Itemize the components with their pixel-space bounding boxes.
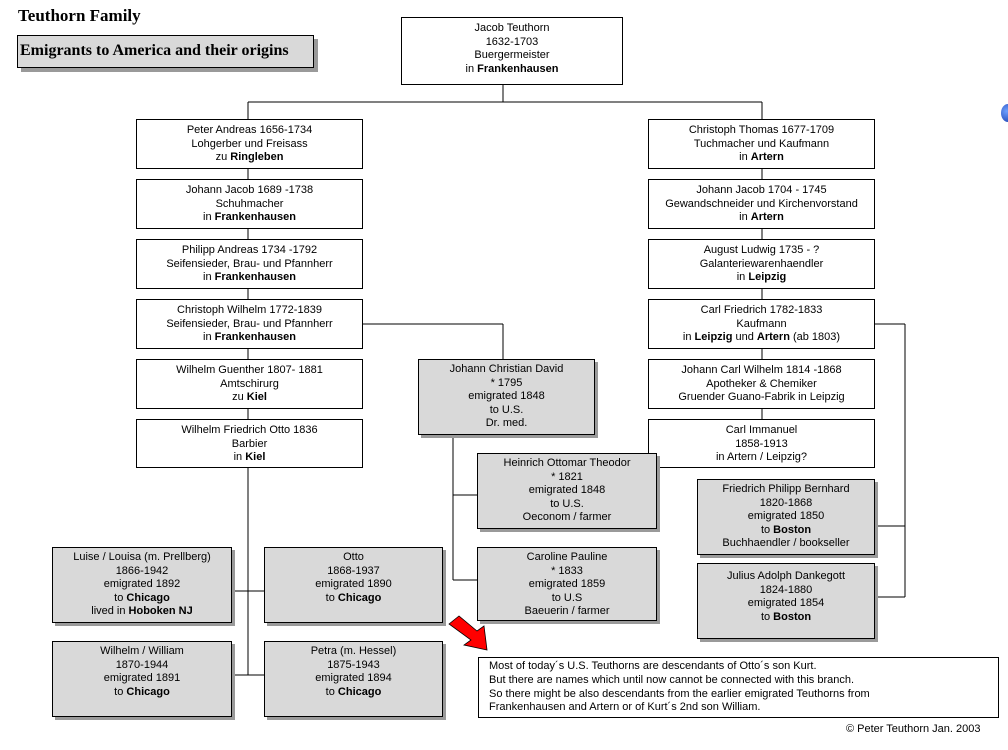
node-johann-jacob-1689: Johann Jacob 1689 -1738 Schuhmacher in F… bbox=[136, 179, 363, 229]
node-wilhelm-guenther: Wilhelm Guenther 1807- 1881 Amtschirurg … bbox=[136, 359, 363, 409]
node-carl-friedrich: Carl Friedrich 1782-1833 Kaufmann in Lei… bbox=[648, 299, 875, 349]
node-jacob-teuthorn: Jacob Teuthorn 1632-1703 Buergermeister … bbox=[401, 17, 623, 85]
node-johann-carl-wilhelm: Johann Carl Wilhelm 1814 -1868 Apotheker… bbox=[648, 359, 875, 409]
node-julius-adolph-dankegott: Julius Adolph Dankegott 1824-1880 emigra… bbox=[697, 563, 875, 639]
red-arrow-icon bbox=[448, 615, 488, 651]
node-peter-andreas: Peter Andreas 1656-1734 Lohgerber und Fr… bbox=[136, 119, 363, 169]
node-johann-jacob-1704: Johann Jacob 1704 - 1745 Gewandschneider… bbox=[648, 179, 875, 229]
node-august-ludwig: August Ludwig 1735 - ? Galanteriewarenha… bbox=[648, 239, 875, 289]
node-wilhelm-friedrich-otto: Wilhelm Friedrich Otto 1836 Barbier in K… bbox=[136, 419, 363, 468]
node-caroline-pauline: Caroline Pauline * 1833 emigrated 1859 t… bbox=[477, 547, 657, 621]
blue-dot-icon bbox=[1001, 104, 1008, 122]
node-christoph-wilhelm: Christoph Wilhelm 1772-1839 Seifensieder… bbox=[136, 299, 363, 349]
node-friedrich-philipp-bernhard: Friedrich Philipp Bernhard 1820-1868 emi… bbox=[697, 479, 875, 555]
node-johann-christian-david: Johann Christian David * 1795 emigrated … bbox=[418, 359, 595, 435]
descendants-note: Most of today´s U.S. Teuthorns are desce… bbox=[478, 657, 999, 718]
node-petra: Petra (m. Hessel) 1875-1943 emigrated 18… bbox=[264, 641, 443, 717]
node-philipp-andreas: Philipp Andreas 1734 -1792 Seifensieder,… bbox=[136, 239, 363, 289]
node-christoph-thomas: Christoph Thomas 1677-1709 Tuchmacher un… bbox=[648, 119, 875, 169]
node-heinrich-ottomar-theodor: Heinrich Ottomar Theodor * 1821 emigrate… bbox=[477, 453, 657, 529]
subtitle-banner: Emigrants to America and their origins bbox=[17, 35, 314, 68]
copyright-notice: © Peter Teuthorn Jan. 2003 bbox=[846, 723, 981, 735]
node-wilhelm-william: Wilhelm / William 1870-1944 emigrated 18… bbox=[52, 641, 232, 717]
node-otto: Otto 1868-1937 emigrated 1890 to Chicago bbox=[264, 547, 443, 623]
node-carl-immanuel: Carl Immanuel 1858-1913 in Artern / Leip… bbox=[648, 419, 875, 468]
page-title: Teuthorn Family bbox=[18, 6, 141, 25]
node-luise-louisa: Luise / Louisa (m. Prellberg) 1866-1942 … bbox=[52, 547, 232, 623]
